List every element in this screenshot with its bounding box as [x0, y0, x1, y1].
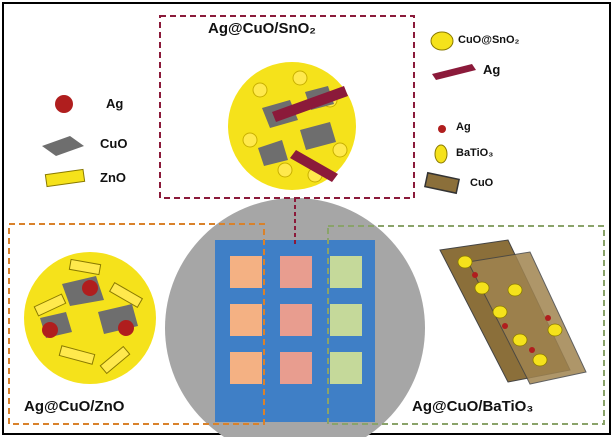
sensor-cell	[280, 304, 312, 336]
batio3-particle	[457, 255, 473, 269]
ag-particle	[502, 323, 508, 329]
batio3-particle	[512, 333, 528, 347]
cuo-flake	[258, 140, 288, 166]
ag-particle	[42, 322, 58, 338]
ag-particle	[118, 320, 134, 336]
ag-flake	[272, 86, 348, 122]
legend-cuo-right-label: CuO	[470, 177, 494, 189]
ag-particle	[545, 315, 551, 321]
top-sphere	[228, 62, 356, 190]
legend-cuo-sno2-label: CuO@SnO₂	[458, 34, 520, 46]
cuo-sno2-particle	[242, 132, 258, 148]
cuo-sno2-particle	[332, 142, 348, 158]
cuo-sno2-particle	[292, 70, 308, 86]
right-panel-label: Ag@CuO/BaTiO₃	[412, 398, 534, 415]
legend-top-right	[430, 31, 476, 80]
zno-rod	[33, 293, 67, 317]
legend-zno-label: ZnO	[100, 170, 126, 185]
sensor-cell	[330, 352, 362, 384]
sensor-cell	[280, 352, 312, 384]
left-sphere	[24, 252, 156, 384]
batio3-particle	[492, 305, 508, 319]
cuo-sno2-particle	[277, 162, 293, 178]
legend-ag-flake-label: Ag	[483, 62, 501, 77]
left-panel-label: Ag@CuO/ZnO	[24, 398, 125, 415]
sensor-cell	[230, 256, 262, 288]
cuo-flake	[300, 122, 336, 150]
legend-ag-label: Ag	[106, 96, 124, 111]
legend-ag-right-label: Ag	[456, 121, 471, 133]
batio3-particle	[532, 353, 548, 367]
zno-rod	[68, 258, 102, 276]
top-panel-label: Ag@CuO/SnO₂	[208, 20, 316, 37]
ag-particle	[529, 347, 535, 353]
batio3-particle	[547, 323, 563, 337]
sensor-cell	[330, 256, 362, 288]
sensor-cell	[330, 304, 362, 336]
left-panel-box	[8, 223, 265, 425]
top-panel-box	[159, 15, 415, 199]
cuo-sno2-legend-icon	[430, 31, 454, 51]
legend-left	[42, 95, 86, 188]
zno-rod	[108, 281, 144, 309]
batio3-particle	[507, 283, 523, 297]
batio3-particle	[474, 281, 490, 295]
ag-flake	[290, 150, 338, 182]
legend-right	[424, 125, 460, 195]
legend-cuo-label: CuO	[100, 136, 128, 151]
ag-legend-icon	[55, 95, 73, 113]
sensor-cell	[230, 352, 262, 384]
batio3-legend-icon	[434, 144, 448, 164]
ag-flake-legend-icon	[432, 64, 476, 80]
sensor-cell	[280, 256, 312, 288]
cuo-sheet-legend-icon	[424, 171, 460, 195]
cuo-legend-icon	[42, 136, 84, 156]
sensor-cell	[230, 304, 262, 336]
sensor-array	[215, 240, 375, 422]
zno-legend-icon	[44, 168, 86, 188]
ag-particle	[82, 280, 98, 296]
zno-rod	[58, 345, 96, 365]
zno-rod	[99, 345, 131, 375]
right-panel-box	[327, 225, 605, 425]
cuo-sheet	[467, 251, 587, 385]
legend-batio3-label: BaTiO₃	[456, 147, 494, 159]
ag-legend-icon	[438, 125, 446, 133]
cuo-sno2-particle	[252, 82, 268, 98]
right-flakes	[439, 239, 587, 385]
ag-particle	[472, 272, 478, 278]
